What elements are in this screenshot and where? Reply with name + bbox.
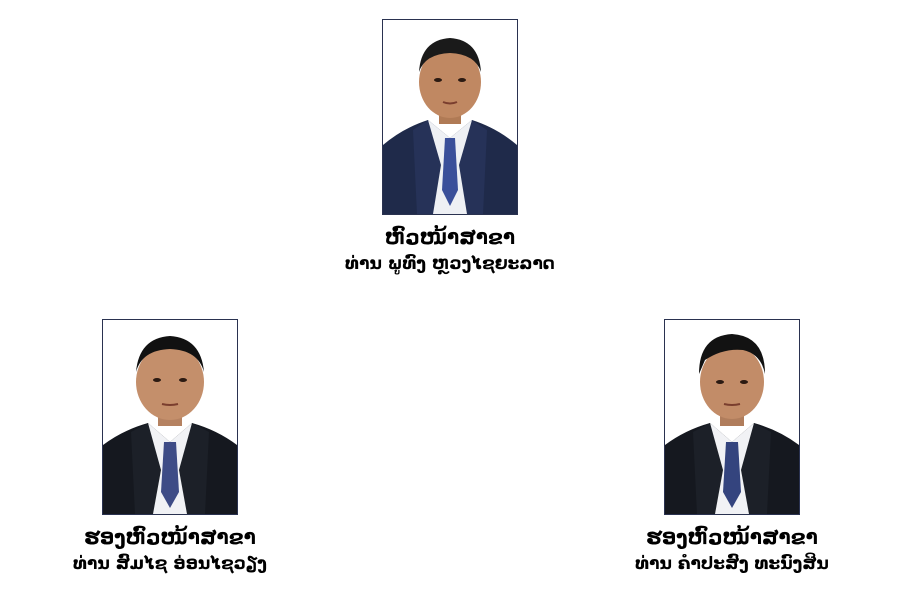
- person-name: ທ່ານ ພູທົງ ຫຼວງໄຊຍະລາດ: [345, 254, 555, 274]
- deputy-right-card: ຮອງຫົວໜ້າສາຂາ ທ່ານ ຄຳປະສົງ ທະນົງສິນ: [592, 319, 872, 575]
- position-title: ຮອງຫົວໜ້າສາຂາ: [646, 525, 818, 549]
- portrait-photo: [102, 319, 238, 515]
- portrait-photo: [664, 319, 800, 515]
- person-name: ທ່ານ ສົມໄຊ ອ່ອນໄຊວຽງ: [73, 554, 267, 574]
- position-title: ຮອງຫົວໜ້າສາຂາ: [84, 525, 256, 549]
- deputy-left-card: ຮອງຫົວໜ້າສາຂາ ທ່ານ ສົມໄຊ ອ່ອນໄຊວຽງ: [30, 319, 310, 575]
- portrait-image: [383, 20, 517, 214]
- position-title: ຫົວໜ້າສາຂາ: [384, 225, 516, 249]
- portrait-image: [103, 320, 237, 514]
- portrait-photo: [382, 19, 518, 215]
- person-name: ທ່ານ ຄຳປະສົງ ທະນົງສິນ: [635, 554, 829, 574]
- portrait-image: [665, 320, 799, 514]
- head-of-branch-card: ຫົວໜ້າສາຂາ ທ່ານ ພູທົງ ຫຼວງໄຊຍະລາດ: [300, 19, 600, 275]
